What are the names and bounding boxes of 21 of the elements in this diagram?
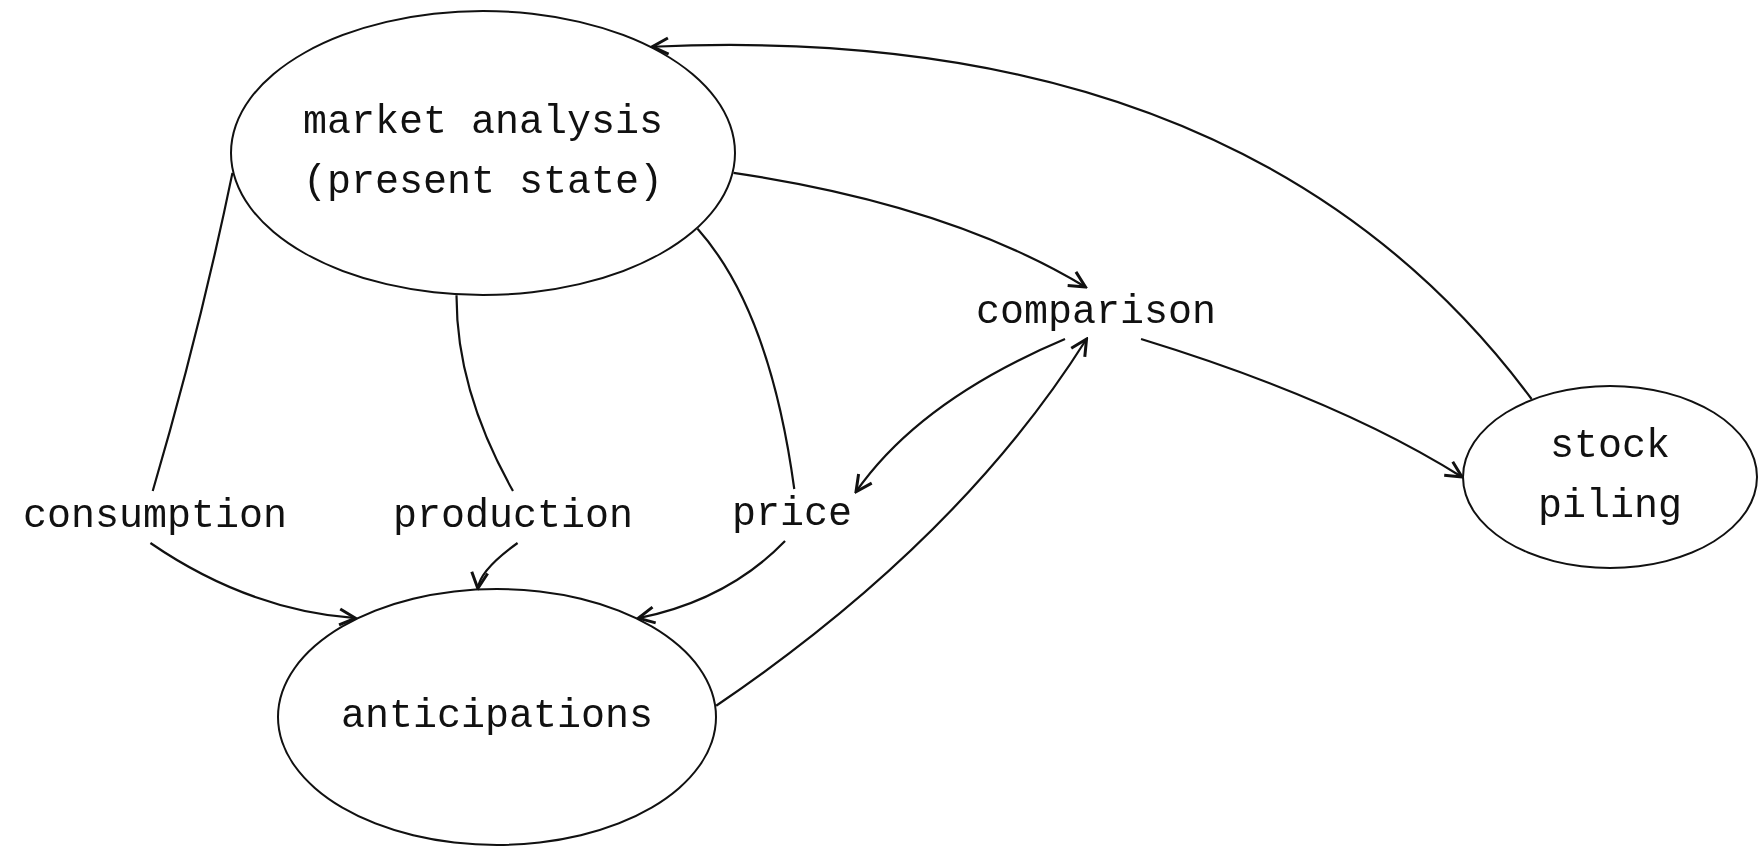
process-ellipse [230, 10, 736, 296]
connector-line [151, 172, 234, 492]
arrow [636, 540, 786, 624]
node-label: consumption [23, 487, 288, 547]
arrow [149, 542, 358, 627]
connector-line [455, 295, 514, 492]
arrow [1140, 337, 1464, 479]
arrow [715, 337, 1089, 707]
node-label: market analysis (present state) [301, 99, 665, 207]
arrow [854, 338, 1066, 494]
connector-line [696, 228, 796, 490]
process-ellipse [277, 588, 717, 846]
process-ellipse [1462, 385, 1758, 569]
node-label: stock piling [1536, 423, 1683, 531]
node-label: production [393, 487, 634, 547]
node-label: price [732, 485, 853, 545]
node-label: comparison [976, 283, 1217, 343]
arrow [733, 171, 1087, 289]
arrow [471, 542, 519, 590]
node-label: anticipations [340, 693, 654, 741]
arrow [650, 36, 1533, 400]
